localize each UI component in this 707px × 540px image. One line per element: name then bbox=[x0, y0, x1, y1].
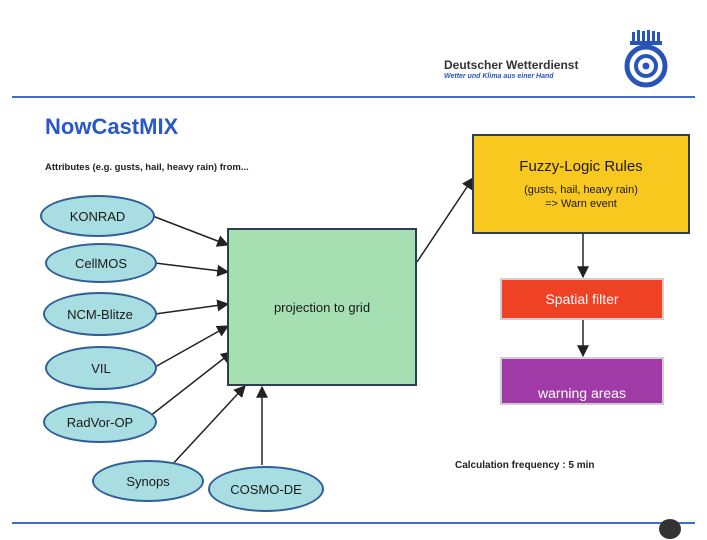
projection-to-grid-box: projection to grid bbox=[227, 228, 417, 386]
dwd-logo-icon bbox=[624, 30, 668, 88]
source-synops: Synops bbox=[92, 460, 204, 502]
projection-label: projection to grid bbox=[273, 299, 371, 315]
page-subtitle: Attributes (e.g. gusts, hail, heavy rain… bbox=[45, 162, 249, 173]
source-cosmo-de: COSMO-DE bbox=[208, 466, 324, 512]
spatial-filter-label: Spatial filter bbox=[545, 291, 619, 307]
federal-eagle-icon bbox=[659, 519, 681, 539]
arrow-cellmos-to-grid bbox=[154, 262, 230, 277]
org-name: Deutscher Wetterdienst bbox=[444, 58, 579, 72]
source-cellmos: CellMOS bbox=[45, 243, 157, 283]
org-tagline: Wetter und Klima aus einer Hand bbox=[444, 73, 554, 80]
source-vil: VIL bbox=[45, 346, 157, 390]
source-konrad: KONRAD bbox=[40, 195, 155, 237]
warning-areas-label: warning areas bbox=[538, 385, 626, 401]
arrow-ncm-to-grid bbox=[154, 299, 230, 315]
spatial-filter-box: Spatial filter bbox=[500, 278, 664, 320]
source-radvor-op: RadVor-OP bbox=[43, 401, 157, 443]
fuzzy-line-2: => Warn event bbox=[545, 197, 617, 210]
arrow-vil-to-grid bbox=[154, 325, 230, 368]
fuzzy-line-1: (gusts, hail, heavy rain) bbox=[524, 183, 638, 196]
header-rule bbox=[12, 96, 695, 98]
page-title: NowCastMIX bbox=[45, 114, 179, 139]
arrow-radvor-to-grid bbox=[144, 351, 233, 421]
warning-areas-box: warning areas bbox=[500, 357, 664, 405]
fuzzy-title: Fuzzy-Logic Rules bbox=[519, 157, 643, 175]
source-ncm-blitze: NCM-Blitze bbox=[43, 292, 157, 336]
arrow-grid-to-fuzzy bbox=[416, 177, 474, 263]
fuzzy-logic-rules-box: Fuzzy-Logic Rules (gusts, hail, heavy ra… bbox=[472, 134, 690, 234]
arrow-konrad-to-grid bbox=[149, 214, 230, 247]
arrow-synops-to-grid bbox=[169, 385, 246, 468]
footer-rule bbox=[12, 522, 695, 524]
calculation-frequency: Calculation frequency : 5 min bbox=[455, 460, 595, 471]
